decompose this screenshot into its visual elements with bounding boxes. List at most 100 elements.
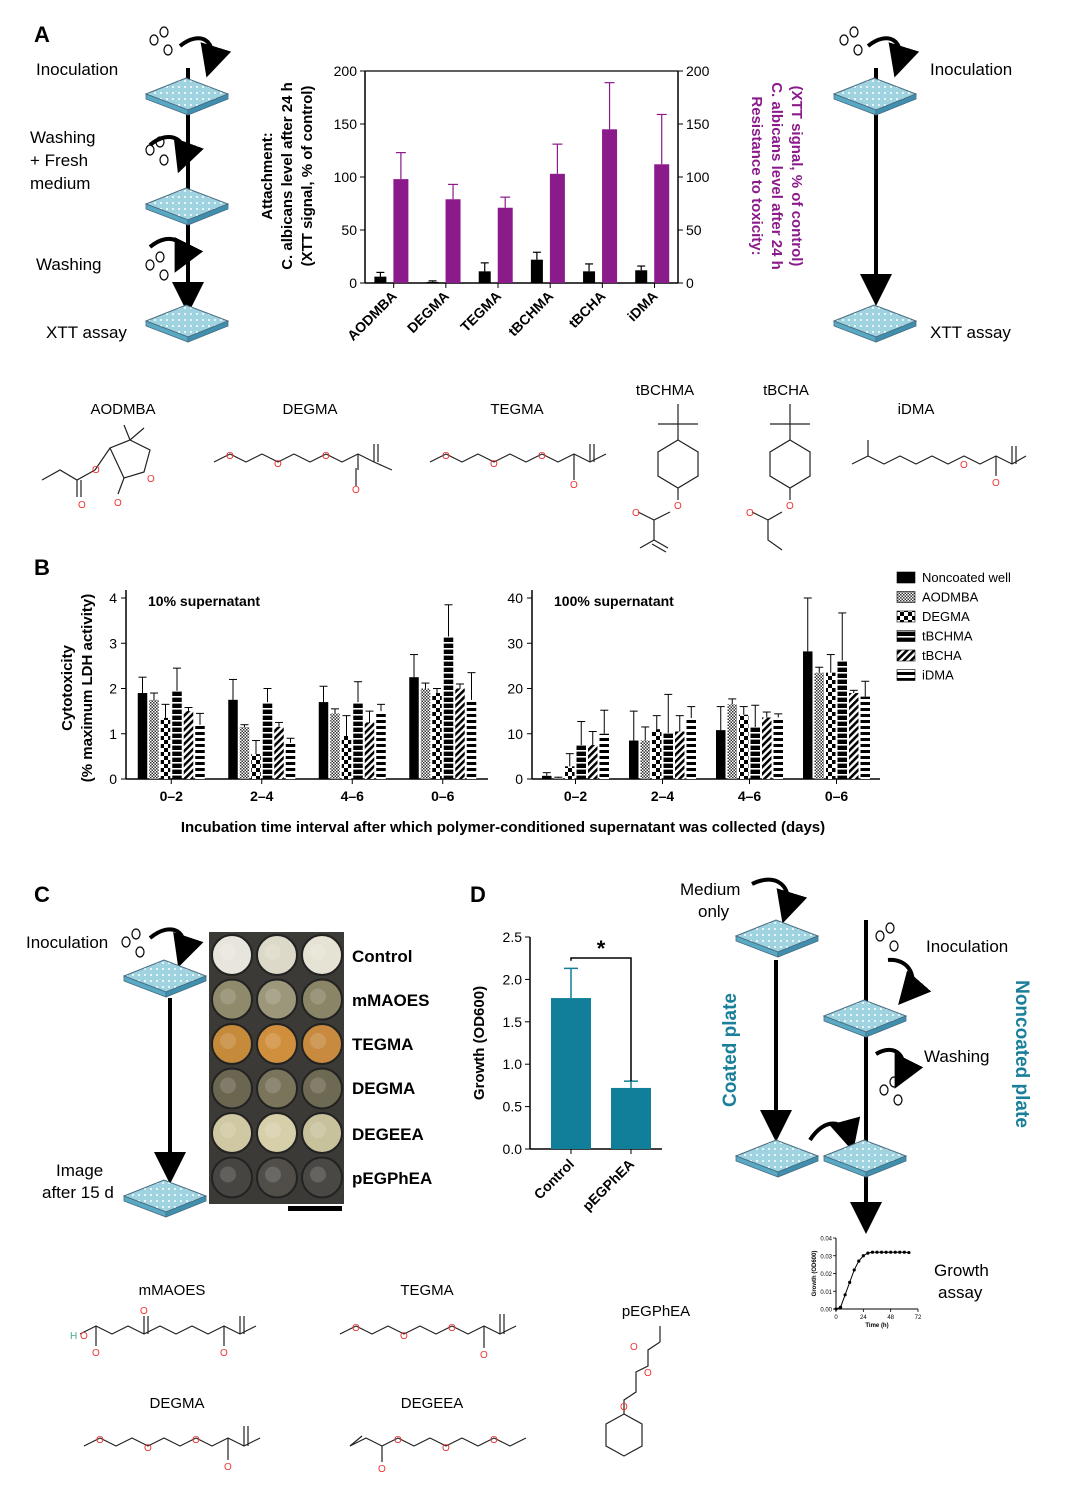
o-atom: O <box>786 501 794 512</box>
o-atom: O <box>538 451 546 462</box>
well-highlight <box>310 944 326 960</box>
d-sig-bracket <box>570 957 632 1082</box>
b-bar <box>183 711 194 779</box>
panel-d-schematic: Medium only Coated plate Inoculation Was… <box>680 877 1032 1302</box>
b-bar <box>274 726 284 779</box>
a-ylabel-right: Resistance to toxicity: <box>748 96 765 255</box>
b-title: 10% supernatant <box>148 593 260 609</box>
well-highlight <box>265 1166 281 1183</box>
a-bar-attachment <box>530 259 543 283</box>
o-atom: O <box>644 1368 652 1379</box>
mol-label-tbcha: tBCHA <box>763 382 809 399</box>
o-atom: O <box>144 1443 152 1454</box>
a-ytick-label-right: 50 <box>686 222 702 238</box>
well <box>301 934 343 976</box>
a-ylabel-left: Attachment: <box>259 132 276 220</box>
well-highlight <box>265 1033 281 1049</box>
a-ylabel-right: (XTT signal, % of control) <box>788 86 805 267</box>
panel-a-right-workflow: Inoculation XTT assay <box>833 26 1012 343</box>
a-bar-toxicity <box>549 173 565 283</box>
b-bar <box>318 702 329 779</box>
o-atom: O <box>192 1435 200 1446</box>
o-atom: O <box>674 501 682 512</box>
b-bar <box>251 754 261 779</box>
mol-structure-tegma <box>429 444 607 480</box>
row-label-tegma: TEGMA <box>352 1035 413 1054</box>
b-xtick-label: 0–6 <box>431 788 455 804</box>
b-bar <box>330 713 340 779</box>
d-noncoated-plate: Noncoated plate <box>1011 980 1032 1128</box>
d-ylabel: Growth (OD600) <box>471 986 488 1100</box>
mol-label-tbchma: tBCHMA <box>636 382 694 399</box>
o-atom: O <box>630 1342 638 1353</box>
mol-structure-tegma-c <box>339 1314 517 1348</box>
b-bar <box>285 742 296 779</box>
b-bar <box>443 636 454 779</box>
b-bar <box>455 688 465 779</box>
panel-c-molecules: mMAOES TEGMA pEGPhEA DEGMA DEGEEA H O O … <box>70 1282 690 1475</box>
d-growth-2: assay <box>938 1283 983 1302</box>
b-bar <box>629 740 639 779</box>
inset-point <box>907 1250 911 1255</box>
mol-structure-degma-c <box>83 1426 261 1460</box>
d-sig-star: * <box>597 936 606 961</box>
o-atom: O <box>96 1435 104 1446</box>
o-atom: O <box>442 1443 450 1454</box>
mol-label-degeea: DEGEEA <box>401 1395 464 1412</box>
o-atom: O <box>92 465 100 476</box>
d-ytick-label: 1.5 <box>503 1014 523 1030</box>
d-ytick-label: 0.0 <box>503 1141 523 1157</box>
d-medium-1: Medium <box>680 880 740 899</box>
b-bar <box>262 702 273 779</box>
inset-point <box>857 1259 861 1263</box>
inset-ytick-label: 0.02 <box>820 1272 832 1278</box>
well <box>301 1023 343 1065</box>
inset-ytick-label: 0.00 <box>820 1308 832 1314</box>
b-xtick-label: 4–6 <box>738 788 762 804</box>
d-growth-1: Growth <box>934 1261 989 1280</box>
b-legend-swatch <box>896 669 916 681</box>
a-ytick-label-left: 100 <box>334 169 358 185</box>
mol-structure-tbcha <box>751 404 811 551</box>
b-bar <box>716 730 726 779</box>
well-highlight <box>265 1077 281 1094</box>
well <box>256 978 298 1021</box>
d-ytick-label: 0.5 <box>503 1099 523 1115</box>
well <box>256 934 298 976</box>
a-bar-toxicity <box>445 199 461 283</box>
b-ytick-label: 3 <box>109 635 117 651</box>
mol-structure-idma <box>851 440 1027 476</box>
d-ytick-label: 1.0 <box>503 1056 523 1072</box>
b-ytick-label: 2 <box>109 681 117 697</box>
well <box>211 1023 253 1065</box>
inset-point <box>875 1250 879 1254</box>
b-bar <box>160 717 171 779</box>
b-bar <box>353 702 363 779</box>
c-inoculation: Inoculation <box>26 933 108 952</box>
b-bar <box>837 660 847 779</box>
well-highlight <box>220 1122 236 1138</box>
inset-point <box>848 1280 852 1284</box>
b-bar <box>652 729 662 779</box>
step-washing-fresh-1: Washing <box>30 128 96 147</box>
o-atom: O <box>448 1323 456 1334</box>
a-ytick-label-left: 0 <box>349 275 357 291</box>
o-atom: O <box>632 508 640 519</box>
b-bar <box>588 745 598 779</box>
b-bar <box>727 704 737 779</box>
b-bar <box>663 732 673 779</box>
a-xtick-label: DEGMA <box>404 288 452 336</box>
inset-point <box>838 1305 843 1309</box>
b-bar <box>228 699 238 779</box>
well-highlight <box>265 944 281 960</box>
b-legend-label: tBCHA <box>922 648 962 663</box>
well <box>211 1112 253 1154</box>
b-bar <box>849 693 859 779</box>
panel-c-workflow: Inoculation Image after 15 d <box>26 927 207 1218</box>
d-bar <box>551 998 591 1149</box>
a-ytick-label-right: 0 <box>686 275 694 291</box>
b-legend-label: AODMBA <box>922 590 979 605</box>
